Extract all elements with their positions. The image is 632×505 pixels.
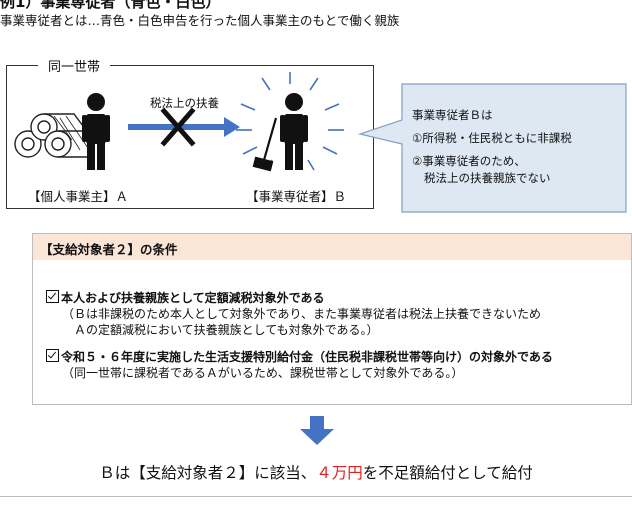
callout-bubble xyxy=(357,83,627,213)
cross-icon xyxy=(160,107,196,147)
conditions-title: 【支給対象者２】の条件 xyxy=(40,242,178,257)
conclusion-after: を不足額給付として給付 xyxy=(362,464,533,482)
diagram-graphics xyxy=(14,72,344,172)
tax-dependent-label: 税法上の扶養 xyxy=(150,96,219,110)
conclusion-amount: ４万円 xyxy=(316,464,363,482)
condition-item-1: 本人および扶養親族として定額減税対象外である xyxy=(46,289,325,306)
checkbox-checked-icon xyxy=(46,349,59,362)
condition-item-1-text: 本人および扶養親族として定額減税対象外である xyxy=(61,291,325,305)
callout-text: 事業専従者Ｂは ①所得税・住民税ともに非課税 ②事業専従者のため、 税法上の扶養… xyxy=(412,104,572,190)
condition-item-2-text: 令和５・６年度に実施した生活支援特別給付金（住民税非課税世帯等向け）の対象外であ… xyxy=(61,350,553,364)
condition-item-2-note: （同一世帯に課税者であるＡがいるため、課税世帯として対象外である。） xyxy=(62,366,464,380)
callout-item-2-cont: 税法上の扶養親族でない xyxy=(424,171,551,185)
person-b-label: 【事業専従者】Ｂ xyxy=(246,189,347,204)
conclusion-before: Ｂは【支給対象者２】に該当、 xyxy=(99,464,317,482)
callout-item-1: ①所得税・住民税ともに非課税 xyxy=(412,131,572,145)
callout-item-2: ②事業専従者のため、 xyxy=(412,154,526,168)
conclusion-text: Ｂは【支給対象者２】に該当、４万円を不足額給付として給付 xyxy=(0,461,632,483)
checkbox-checked-icon xyxy=(46,290,59,303)
divider xyxy=(0,496,632,497)
condition-item-2: 令和５・６年度に実施した生活支援特別給付金（住民税非課税世帯等向け）の対象外であ… xyxy=(46,348,553,365)
condition-item-1-note-cont: Ａの定額減税において扶養親族としても対象外である。） xyxy=(74,323,379,337)
person-a-label: 【個人事業主】Ａ xyxy=(28,189,129,204)
definition-text: 事業専従者とは…青色・白色申告を行った個人事業主のもとで働く親族 xyxy=(0,13,400,28)
household-label: 同一世帯 xyxy=(38,56,111,75)
person-a-icon xyxy=(82,93,110,170)
broom-icon xyxy=(252,117,278,172)
conditions-header xyxy=(33,234,631,260)
person-b-icon xyxy=(280,93,308,170)
hay-bale-icon xyxy=(14,113,91,158)
callout-title: 事業専従者Ｂは xyxy=(412,108,493,122)
condition-item-1-note: （Ｂは非課税のため本人として対象外であり、また事業専従者は税法上扶養できないため xyxy=(62,307,542,321)
page-title: 例1）事業専従者（青色・白色） xyxy=(0,0,221,11)
down-arrow-icon xyxy=(300,416,334,445)
